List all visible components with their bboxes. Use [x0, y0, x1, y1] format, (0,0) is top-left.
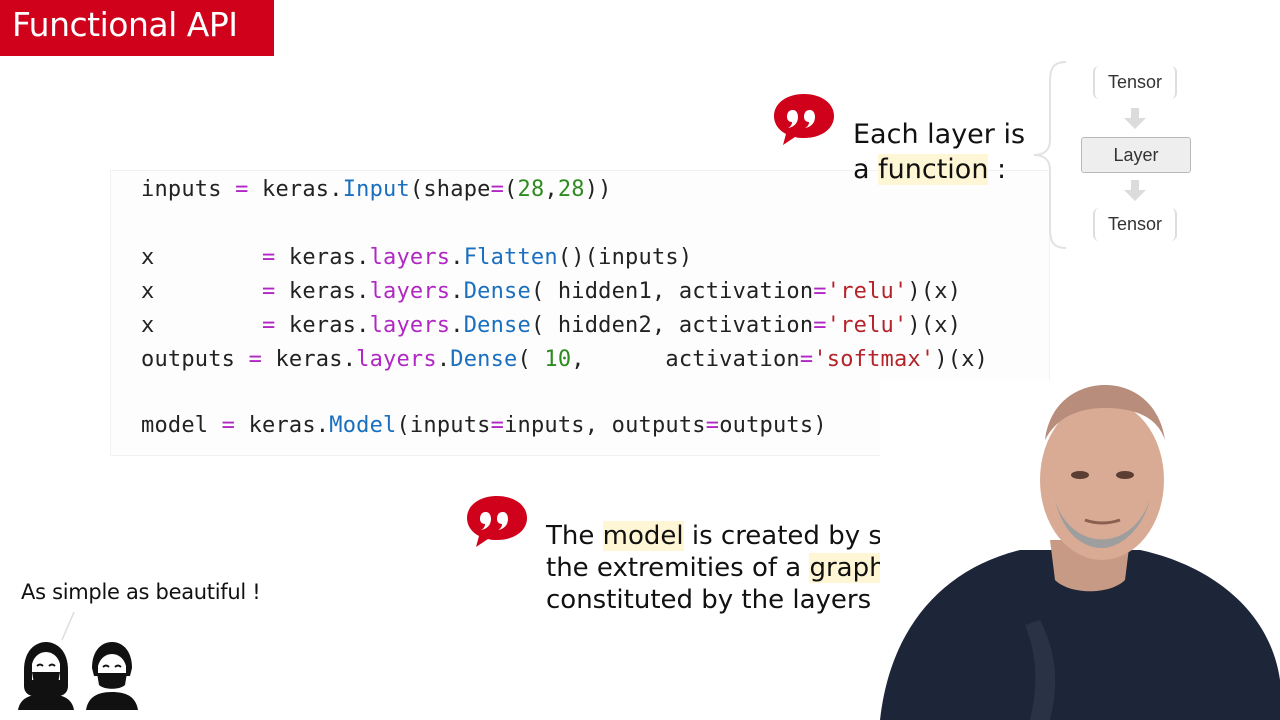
arrow-down-icon — [1124, 180, 1146, 201]
speech-tail-icon — [61, 612, 75, 641]
brace-icon — [1033, 61, 1067, 249]
quote-bubble-icon — [466, 494, 528, 548]
code-line-model: model = keras.Model(inputs=inputs, outpu… — [141, 413, 827, 438]
code-block: inputs = keras.Input(shape=(28,28)) x = … — [110, 170, 1050, 456]
quote-bubble-icon — [773, 92, 835, 146]
code-line-dense-1: x = keras.layers.Dense( hidden1, activat… — [141, 279, 962, 304]
code-line-dense-2: x = keras.layers.Dense( hidden2, activat… — [141, 313, 962, 338]
code-line-input: inputs = keras.Input(shape=(28,28)) — [141, 177, 612, 202]
diagram-tensor-input: Tensor — [1093, 66, 1177, 99]
caption-text: As simple as beautiful ! — [21, 580, 261, 604]
code-line-output: outputs = keras.layers.Dense( 10, activa… — [141, 347, 989, 372]
slide-title: Functional API — [0, 0, 274, 56]
code-line-flatten: x = keras.layers.Flatten()(inputs) — [141, 245, 693, 270]
masked-avatar-icon — [18, 642, 74, 710]
speaker-video — [880, 380, 1280, 720]
arrow-down-icon — [1124, 108, 1146, 129]
diagram-tensor-output: Tensor — [1093, 208, 1177, 241]
diagram-layer: Layer — [1081, 137, 1191, 173]
masked-avatar-icon — [86, 642, 138, 710]
note-layer-function: Each layer is a function : — [853, 119, 1026, 185]
